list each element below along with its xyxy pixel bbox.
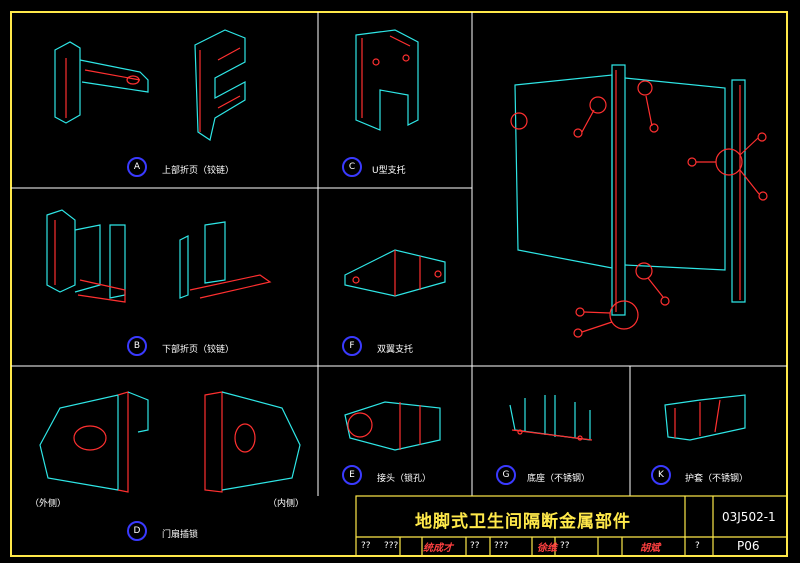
panel-d-left-note: （外侧） — [30, 499, 67, 509]
panel-k-badge: K — [651, 465, 671, 485]
panel-a-drawing — [54, 29, 246, 141]
drawing-code: 03J502-1 — [722, 510, 776, 524]
title-block-frame — [355, 495, 788, 557]
panel-d-drawing — [39, 391, 301, 493]
signature-2: 徐维 — [537, 543, 557, 554]
panel-c-badge: C — [342, 157, 362, 177]
signature-3: 胡斌 — [640, 543, 660, 554]
title-cell-3: ?? — [470, 541, 480, 551]
title-cell-6: ? — [695, 541, 700, 551]
panel-c-drawing — [355, 29, 419, 131]
panel-c-caption: U型支托 — [372, 166, 406, 176]
panel-e-caption: 接头（锁孔） — [377, 474, 432, 484]
panel-d-badge: D — [127, 521, 147, 541]
title-cell-1: ?? — [361, 541, 371, 551]
panel-f-caption: 双翼支托 — [377, 345, 414, 355]
panel-b-badge: B — [127, 336, 147, 356]
title-cell-2: ??? — [384, 541, 399, 551]
panel-d-right-note: （内侧） — [268, 499, 305, 509]
panel-e-badge: E — [342, 465, 362, 485]
panel-a-badge: A — [127, 157, 147, 177]
panel-g-drawing — [509, 395, 593, 441]
panel-d-caption: 门扇插锁 — [162, 530, 199, 540]
panel-k-drawing — [664, 394, 746, 441]
panel-a-caption: 上部折页（铰链） — [162, 166, 235, 176]
signature-1: 统成才 — [423, 543, 453, 554]
panel-f-badge: F — [342, 336, 362, 356]
panel-g-caption: 底座（不锈钢） — [527, 474, 591, 484]
drawing-title: 地脚式卫生间隔断金属部件 — [415, 512, 631, 532]
panel-b-drawing — [46, 209, 272, 303]
panel-e-drawing — [344, 401, 441, 451]
assembly-overview-drawing — [510, 64, 768, 338]
page-number: P06 — [737, 539, 760, 553]
panel-grid — [11, 12, 787, 496]
panel-g-badge: G — [496, 465, 516, 485]
panel-b-caption: 下部折页（铰链） — [162, 345, 235, 355]
title-cell-5: ?? — [560, 541, 570, 551]
title-cell-4: ??? — [494, 541, 509, 551]
panel-f-drawing — [344, 249, 446, 297]
panel-k-caption: 护套（不锈钢） — [685, 474, 749, 484]
